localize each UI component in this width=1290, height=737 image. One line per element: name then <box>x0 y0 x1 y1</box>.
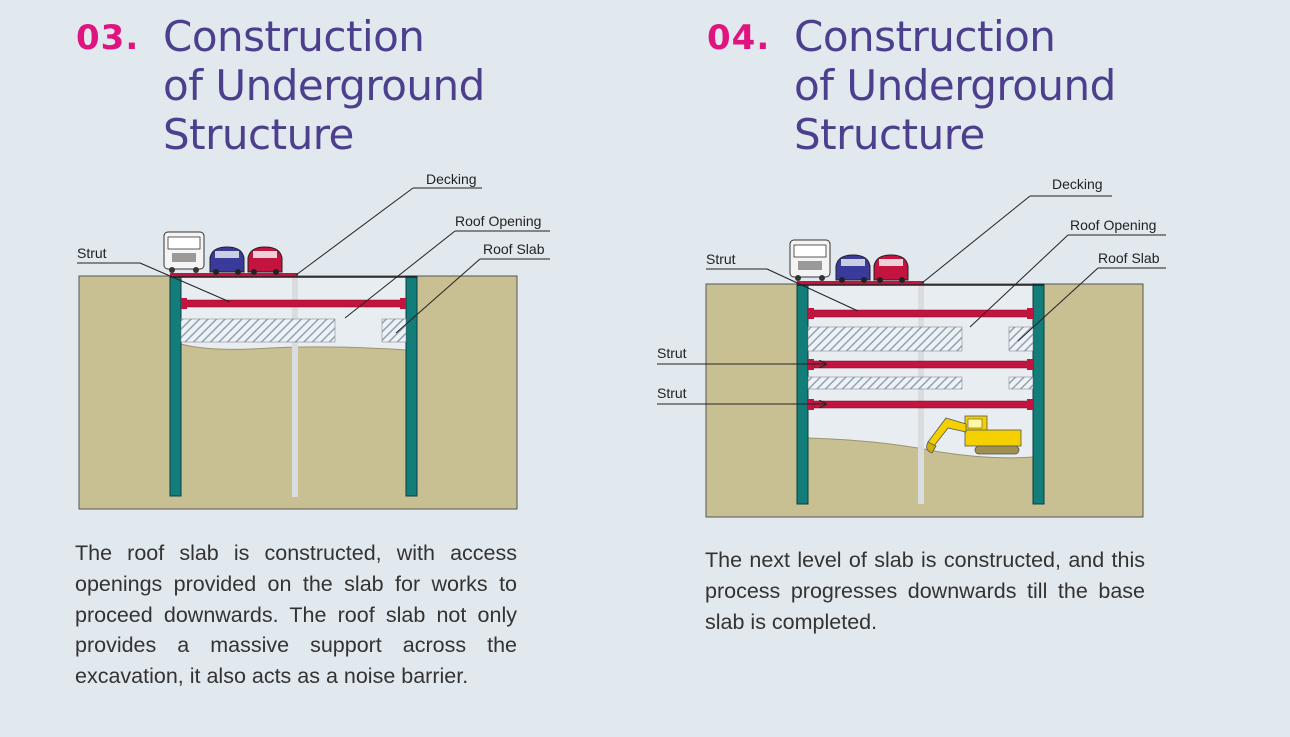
label-decking: Decking <box>426 171 477 187</box>
diagram-03: Decking Roof Opening Roof Slab Strut <box>77 171 550 510</box>
intermediate-slab-left <box>807 376 963 390</box>
decking <box>170 273 298 277</box>
car-blue-icon <box>835 254 871 283</box>
label-strut-low: Strut <box>657 385 687 401</box>
label-roof-slab: Roof Slab <box>1098 250 1160 266</box>
label-strut-top: Strut <box>706 251 736 267</box>
decking <box>797 281 924 285</box>
diaphragm-wall-left <box>796 283 809 505</box>
strut-top <box>813 309 1029 318</box>
diagram-04: Decking Roof Opening Roof Slab Strut Str… <box>657 176 1166 518</box>
step-title-03: Construction of Underground Structure <box>163 12 485 159</box>
diaphragm-wall-right <box>1032 283 1045 505</box>
step-description-03: The roof slab is constructed, with acces… <box>75 541 517 689</box>
diaphragm-wall-right <box>405 275 418 497</box>
label-roof-opening: Roof Opening <box>455 213 541 229</box>
center-pile <box>292 276 298 497</box>
strut-mid <box>813 360 1029 369</box>
strut-low <box>813 400 1029 409</box>
car-red-icon <box>247 246 283 275</box>
step-description-04: The next level of slab is constructed, a… <box>705 548 1145 634</box>
strut <box>185 299 402 308</box>
excavator-icon <box>926 415 1022 455</box>
diaphragm-wall-left <box>169 275 182 497</box>
label-strut: Strut <box>77 245 107 261</box>
step-title-04: Construction of Underground Structure <box>794 12 1116 159</box>
bus-icon <box>163 231 205 273</box>
label-strut-mid: Strut <box>657 345 687 361</box>
car-blue-icon <box>209 246 245 275</box>
step-number-04: 04. <box>707 18 771 58</box>
label-roof-slab: Roof Slab <box>483 241 545 257</box>
roof-slab-left <box>807 326 963 352</box>
roof-slab-right <box>381 318 407 343</box>
intermediate-slab-right <box>1008 376 1034 390</box>
roof-slab-left <box>180 318 336 343</box>
bus-icon <box>789 239 831 281</box>
label-decking: Decking <box>1052 176 1103 192</box>
car-red-icon <box>873 254 909 283</box>
center-pile <box>918 284 924 504</box>
label-roof-opening: Roof Opening <box>1070 217 1156 233</box>
step-number-03: 03. <box>76 18 140 58</box>
